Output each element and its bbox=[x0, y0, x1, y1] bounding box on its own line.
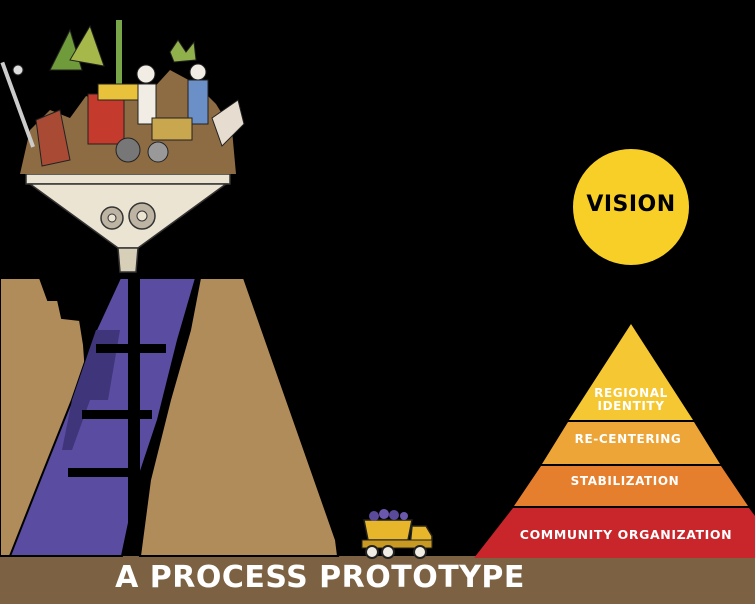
shaft-shadow bbox=[62, 330, 120, 450]
tier-label-stabilization: STABILIZATION bbox=[570, 474, 680, 488]
gear-icon bbox=[100, 202, 156, 230]
right-rock bbox=[138, 277, 340, 557]
junk-pile-illustration bbox=[0, 20, 245, 174]
ground-band bbox=[0, 556, 755, 604]
pyramid-tier-community-organization bbox=[474, 508, 755, 558]
diagram-title: A PROCESS PROTOTYPE bbox=[115, 560, 525, 595]
pyramid-tier-regional-identity bbox=[569, 324, 693, 420]
ladder-beam bbox=[68, 468, 138, 477]
tier-label-re-centering: RE-CENTERING bbox=[574, 432, 682, 446]
tier-label-community-organization: COMMUNITY ORGANIZATION bbox=[519, 527, 733, 542]
pyramid-tier-re-centering bbox=[542, 422, 720, 464]
tier-label-regional-identity: REGIONAL IDENTITY bbox=[594, 386, 668, 413]
pyramid-tier-stabilization bbox=[514, 466, 748, 506]
sun-icon bbox=[573, 149, 689, 265]
ladder-beam bbox=[82, 410, 152, 419]
ladder-rail bbox=[128, 278, 140, 556]
vision-label: VISION bbox=[586, 192, 676, 217]
funnel-icon bbox=[25, 173, 231, 273]
dump-truck-icon bbox=[361, 509, 433, 559]
